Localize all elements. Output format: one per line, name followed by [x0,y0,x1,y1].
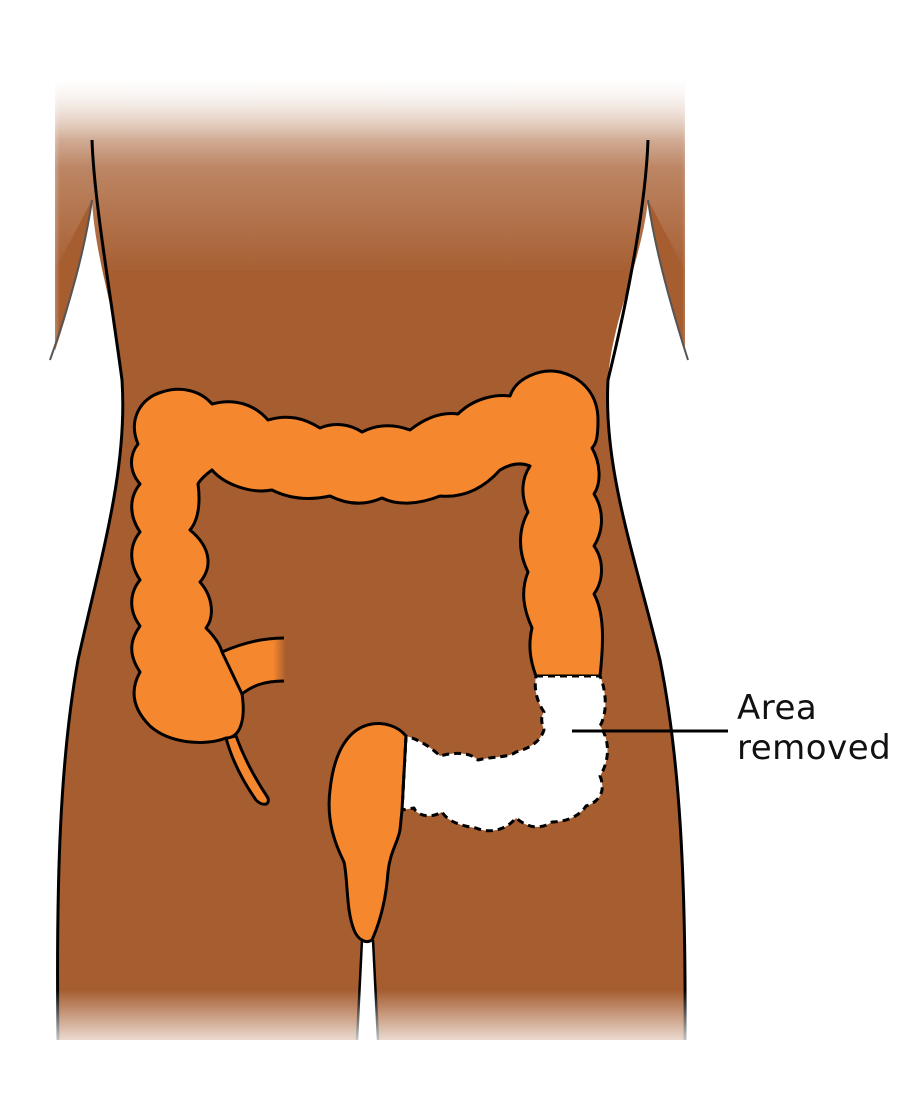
label-line-2: removed [737,728,892,768]
small-intestine-stub [221,636,286,696]
appendix [224,734,270,806]
colon [130,369,604,744]
area-removed-label: Area removed [737,688,891,768]
removed-area [400,674,609,833]
label-line-1: Area [737,688,818,728]
rectum [327,722,408,944]
